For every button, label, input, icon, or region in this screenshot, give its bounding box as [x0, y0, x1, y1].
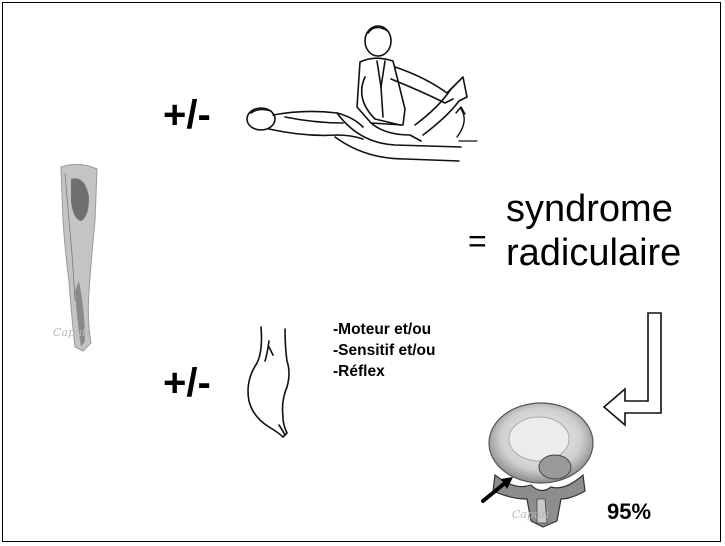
lower-plus-minus: +/-	[163, 363, 211, 403]
conclusion-line-1: syndrome	[506, 188, 681, 232]
down-left-arrow-icon	[601, 309, 675, 429]
deficit-item-sensitif: -Sensitif et/ou	[333, 340, 435, 361]
upper-plus-minus: +/-	[163, 95, 211, 135]
foot-illustration	[239, 321, 311, 443]
conclusion-line-2: radiculaire	[506, 232, 681, 276]
deficit-item-reflex: -Réflex	[333, 361, 435, 382]
percentage-value: 95%	[607, 499, 651, 525]
leg-watermark: Caputi	[53, 326, 90, 339]
lasegue-test-illustration	[225, 17, 495, 177]
spine-watermark: Caputi	[512, 508, 549, 521]
deficit-item-moteur: -Moteur et/ou	[333, 319, 435, 340]
syndrome-radiculaire-text: syndrome radiculaire	[506, 188, 681, 275]
deficit-list: -Moteur et/ou -Sensitif et/ou -Réflex	[333, 319, 435, 382]
equals-sign: =	[468, 225, 487, 257]
